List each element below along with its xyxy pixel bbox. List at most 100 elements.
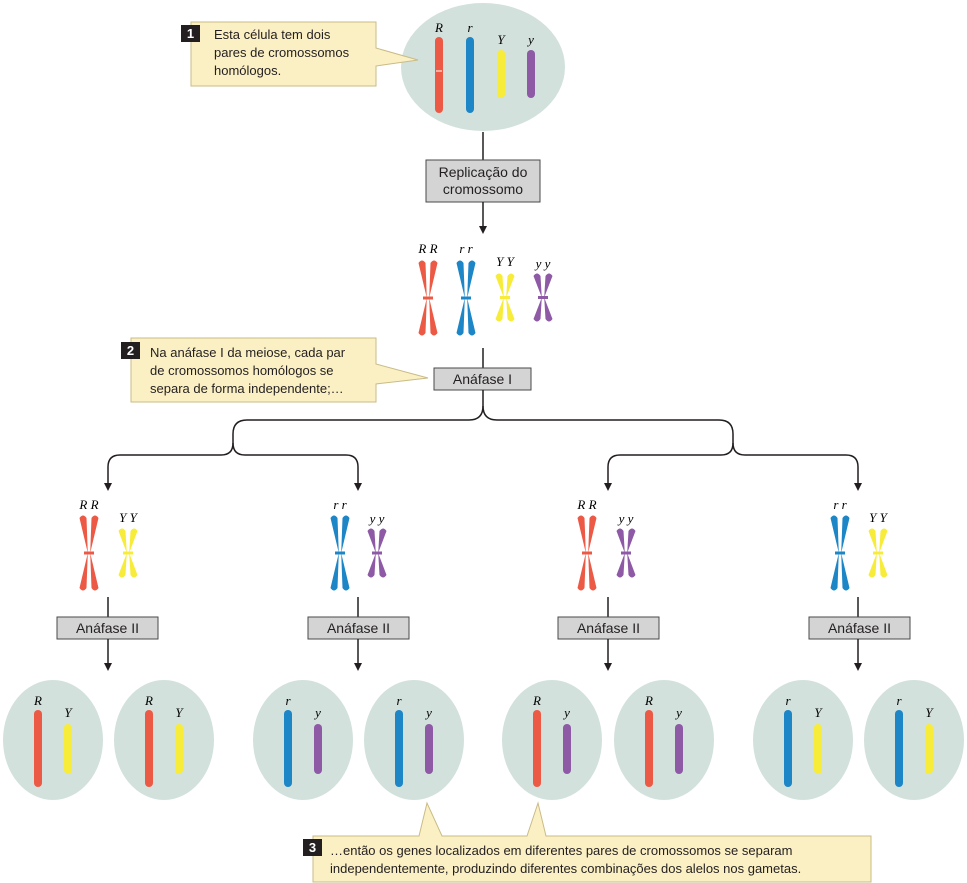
callout-3-number: 3	[309, 840, 316, 855]
gamete-cell	[753, 680, 853, 800]
branch-2-label-yy: y y	[368, 511, 385, 526]
gamete-4-chromosome-r	[395, 710, 403, 787]
branch-3-chromosome-R	[577, 515, 597, 591]
gamete-3-label-r: r	[285, 693, 291, 708]
callout-1-number-badge	[181, 25, 200, 42]
gamete-2-chromosome-Y	[175, 724, 183, 774]
anaphase-2-label: Anáfase II	[327, 620, 390, 636]
parent-cell	[401, 3, 565, 131]
allele-label-rr: r r	[459, 241, 473, 256]
callout-3-line-1: …então os genes localizados em diferente…	[330, 843, 792, 858]
branch-1-label-YY: Y Y	[119, 510, 138, 525]
allele-label-YY: Y Y	[496, 254, 515, 269]
gamete-cell	[114, 680, 214, 800]
gamete-4-chromosome-y	[425, 724, 433, 774]
callout-1-line-2: pares de cromossomos	[214, 45, 350, 60]
callout-3-number-badge	[303, 839, 322, 856]
gamete-3-chromosome-r	[284, 710, 292, 787]
callout-2-number: 2	[127, 343, 134, 358]
gamete-5-chromosome-y	[563, 724, 571, 774]
allele-label-yy: y y	[534, 256, 551, 271]
gamete-cell	[502, 680, 602, 800]
anaphase-1-label: Anáfase I	[453, 371, 512, 387]
callout-3: 3 …então os genes localizados em diferen…	[303, 801, 872, 883]
branch-2-chromosome-r	[330, 515, 350, 591]
anaphase-2-step-1: Anáfase II	[56, 597, 159, 671]
gamete-7-chromosome-r	[784, 710, 792, 787]
branch-2-chromosome-y	[367, 528, 387, 578]
gamete-5-chromosome-R	[533, 710, 541, 787]
replication-step: Replicação do cromossomo	[425, 159, 541, 203]
branch-3-label-yy: y y	[617, 511, 634, 526]
callout-1-line-1: Esta célula tem dois	[214, 27, 331, 42]
gamete-1-label-Y: Y	[64, 705, 73, 720]
gamete-cell	[3, 680, 103, 800]
allele-label-y: y	[526, 32, 534, 47]
gamete-6-chromosome-y	[675, 724, 683, 774]
branch-4-chromosome-r	[830, 515, 850, 591]
gamete-8-chromosome-Y	[925, 724, 933, 774]
gamete-8-label-Y: Y	[925, 705, 934, 720]
anaphase-2-label: Anáfase II	[828, 620, 891, 636]
branch-3-chromosome-y	[616, 528, 636, 578]
callout-1: 1 Esta célula tem dois pares de cromosso…	[181, 21, 419, 87]
replication-label-line-1: Replicação do	[439, 164, 528, 180]
allele-label-Y: Y	[497, 32, 506, 47]
replicated-chromosome-R	[418, 260, 438, 336]
callout-1-number: 1	[187, 26, 194, 41]
gamete-5-label-y: y	[562, 705, 570, 720]
gamete-8-label-r: r	[896, 693, 902, 708]
branch-4-label-YY: Y Y	[869, 510, 888, 525]
replicated-chromosome-y	[533, 273, 553, 322]
gamete-4-label-y: y	[424, 705, 432, 720]
gamete-cell	[364, 680, 464, 800]
anaphase-1-step: Anáfase I	[433, 367, 532, 391]
gamete-3-chromosome-y	[314, 724, 322, 774]
gamete-2-chromosome-R	[145, 710, 153, 787]
gamete-2-label-Y: Y	[175, 705, 184, 720]
gamete-7-label-r: r	[785, 693, 791, 708]
branch-4-chromosome-Y	[868, 528, 888, 578]
allele-label-r: r	[467, 20, 473, 35]
gamete-8-chromosome-r	[895, 710, 903, 787]
branch-3-label-RR: R R	[576, 497, 596, 512]
parent-chromosome-r	[466, 37, 474, 113]
callout-2-line-1: Na anáfase I da meiose, cada par	[150, 345, 346, 360]
branch-4-label-rr: r r	[833, 497, 847, 512]
gamete-cell	[864, 680, 964, 800]
branch-2-label-rr: r r	[333, 497, 347, 512]
gamete-6-label-y: y	[674, 705, 682, 720]
gamete-7-chromosome-Y	[814, 724, 822, 774]
parent-chromosome-y	[527, 50, 535, 98]
anaphase-2-label: Anáfase II	[76, 620, 139, 636]
gamete-1-chromosome-R	[34, 710, 42, 787]
branch-1-label-RR: R R	[78, 497, 98, 512]
anaphase-2-step-4: Anáfase II	[808, 597, 911, 671]
gamete-6-label-R: R	[644, 693, 653, 708]
branch-1-chromosome-R	[79, 515, 99, 591]
gamete-4-label-r: r	[396, 693, 402, 708]
callout-1-line-3: homólogos.	[214, 63, 281, 78]
callout-3-line-2: independentemente, produzindo diferentes…	[330, 861, 801, 876]
callout-2-line-2: de cromossomos homólogos se	[150, 363, 334, 378]
gamete-7-label-Y: Y	[814, 705, 823, 720]
allele-label-R: R	[434, 20, 443, 35]
branch-1-chromosome-Y	[118, 528, 138, 578]
anaphase-2-step-3: Anáfase II	[557, 597, 660, 671]
parent-chromosome-R	[435, 37, 443, 113]
callout-2-line-3: separa de forma independente;…	[150, 381, 344, 396]
gamete-3-label-y: y	[313, 705, 321, 720]
gamete-6-chromosome-R	[645, 710, 653, 787]
branch-connectors	[104, 390, 862, 491]
replicated-chromosome-r	[456, 260, 476, 336]
replicated-chromosome-Y	[495, 273, 515, 322]
anaphase-2-label: Anáfase II	[577, 620, 640, 636]
callout-2: 2 Na anáfase I da meiose, cada par de cr…	[121, 337, 429, 403]
anaphase-2-step-2: Anáfase II	[307, 597, 410, 671]
parent-chromosome-Y	[497, 50, 505, 98]
gamete-cell	[253, 680, 353, 800]
gamete-cell	[614, 680, 714, 800]
gamete-1-chromosome-Y	[64, 724, 72, 774]
replication-label-line-2: cromossomo	[443, 181, 523, 197]
